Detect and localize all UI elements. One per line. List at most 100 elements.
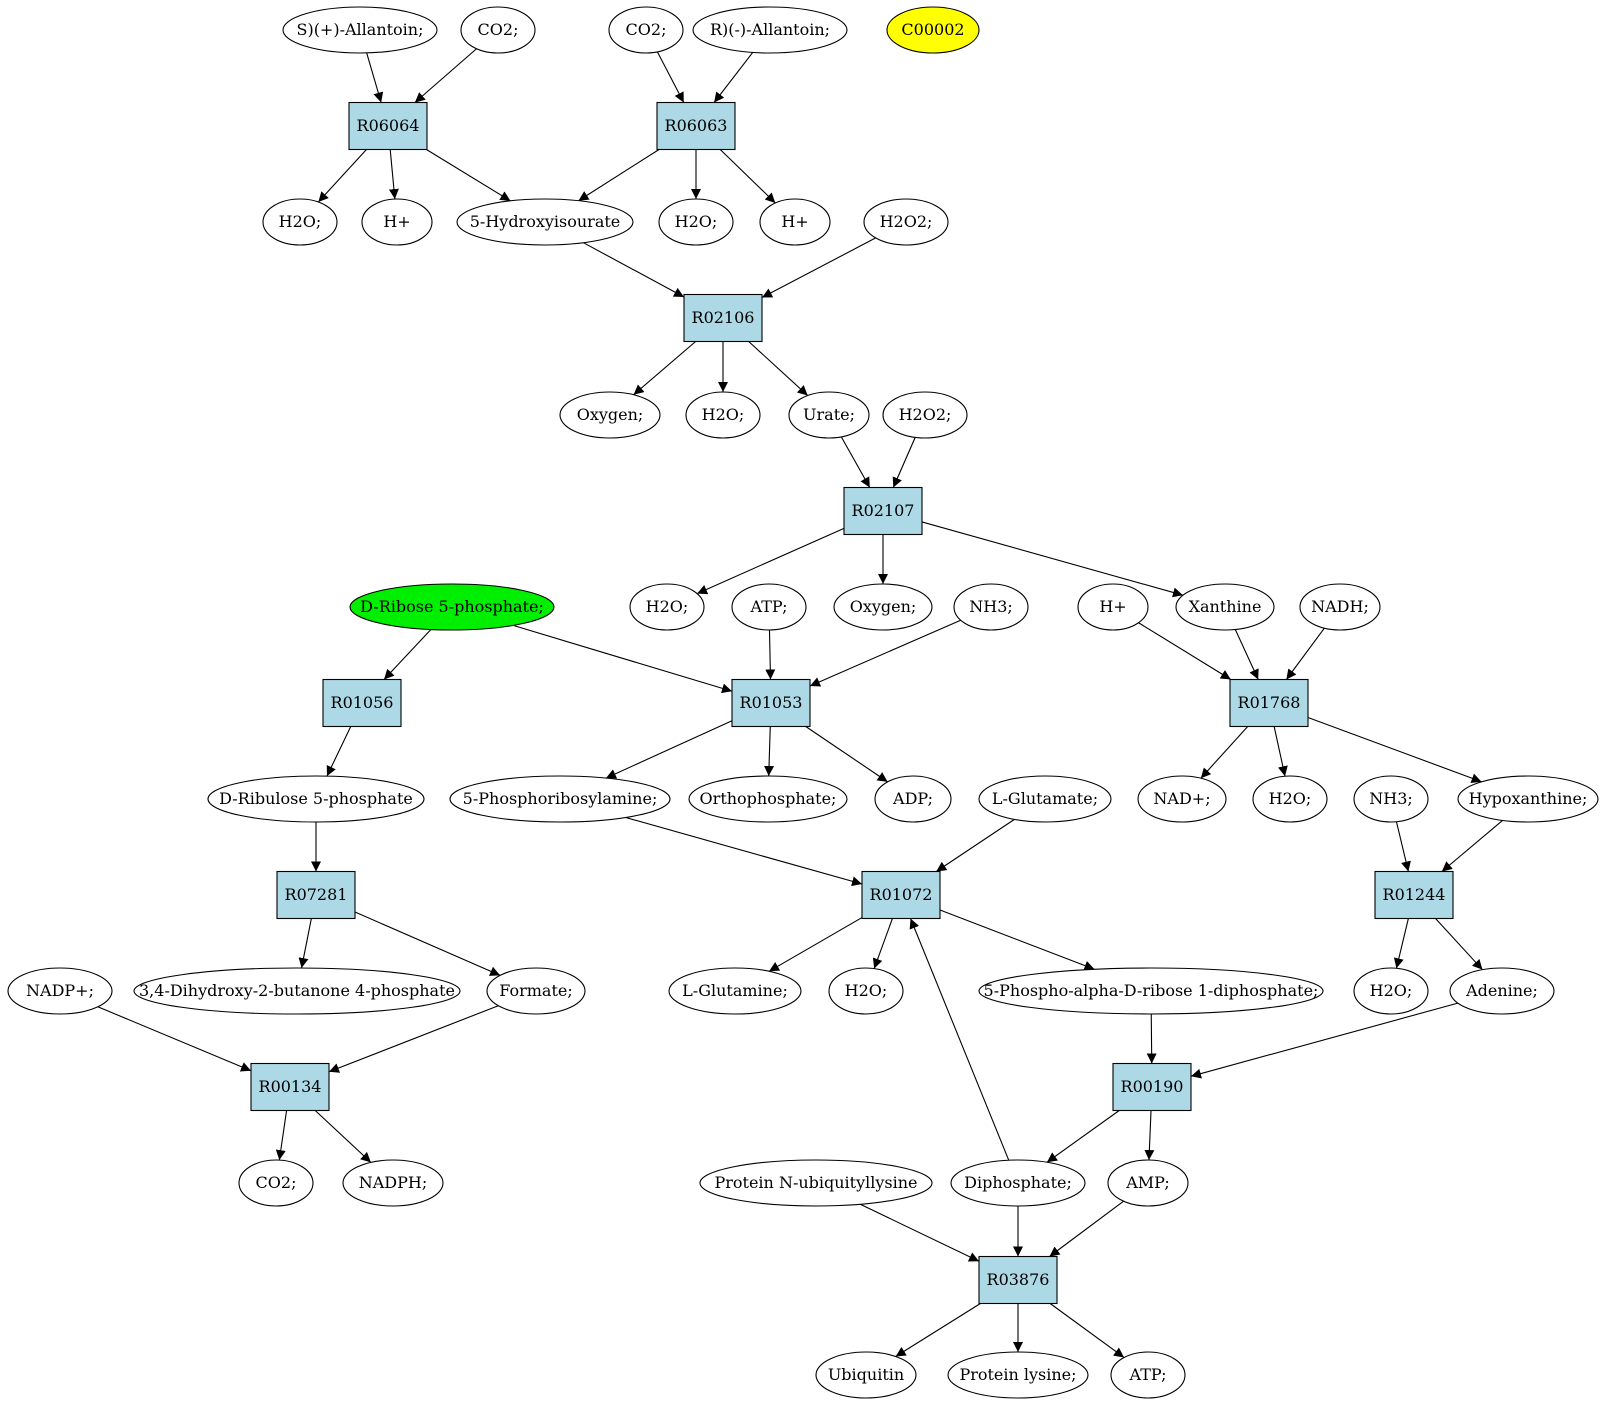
- compound-label: Protein lysine;: [959, 1365, 1076, 1384]
- compound-node-lglutamate[interactable]: L-Glutamate;: [978, 775, 1112, 823]
- edge-phosphoribosylamine-to-r01072: [625, 816, 863, 887]
- compound-node-diphosphate[interactable]: Diphosphate;: [950, 1159, 1086, 1207]
- reaction-node-r01053[interactable]: R01053: [731, 678, 811, 728]
- compound-node-hplus_b[interactable]: H+: [759, 198, 831, 246]
- reaction-node-r06063[interactable]: R06063: [656, 101, 736, 151]
- compound-node-hypoxanthine[interactable]: Hypoxanthine;: [1457, 775, 1599, 823]
- edge-r01072-to-h2o_f: [872, 918, 893, 969]
- reaction-box: [250, 1062, 330, 1112]
- reaction-node-r06064[interactable]: R06064: [348, 101, 428, 151]
- compound-node-h2o_a[interactable]: H2O;: [262, 198, 338, 246]
- compound-ellipse: [1175, 583, 1275, 631]
- edge-r00134-to-co2_c: [275, 1110, 288, 1161]
- compound-node-h2o_g[interactable]: H2O;: [1353, 967, 1429, 1015]
- reaction-node-r00190[interactable]: R00190: [1112, 1062, 1192, 1112]
- edge-r02106-to-urate: [748, 341, 809, 396]
- reaction-node-r01244[interactable]: R01244: [1374, 870, 1454, 920]
- compound-node-ubiquitin[interactable]: Ubiquitin: [815, 1351, 917, 1399]
- compound-node-co2_c[interactable]: CO2;: [238, 1159, 314, 1207]
- compound-ellipse: [1137, 775, 1227, 823]
- reaction-box: [731, 678, 811, 728]
- compound-node-ubiquityllysine[interactable]: Protein N-ubiquityllysine: [699, 1159, 933, 1207]
- edge-r06064-to-h2o_a: [317, 149, 367, 203]
- compound-node-h2o2_a[interactable]: H2O2;: [863, 198, 949, 246]
- compound-node-nh3_b[interactable]: NH3;: [1353, 775, 1429, 823]
- compound-node-ribose5p[interactable]: D-Ribose 5-phosphate;: [349, 583, 555, 631]
- compound-ellipse: [449, 775, 671, 823]
- reaction-node-r01768[interactable]: R01768: [1229, 678, 1309, 728]
- edge-ribose5p-to-r01056: [383, 629, 432, 680]
- compound-node-ribulose5p[interactable]: D-Ribulose 5-phosphate: [207, 775, 425, 823]
- reaction-node-r02106[interactable]: R02106: [683, 293, 763, 343]
- compound-node-oxygen_b[interactable]: Oxygen;: [833, 583, 933, 631]
- compound-node-adenine[interactable]: Adenine;: [1449, 967, 1555, 1015]
- reaction-label: R02106: [692, 308, 755, 327]
- reaction-node-r00134[interactable]: R00134: [250, 1062, 330, 1112]
- compound-node-nadpplus[interactable]: NADP+;: [7, 967, 113, 1015]
- compound-node-h2o_e[interactable]: H2O;: [1252, 775, 1328, 823]
- compound-ellipse: [833, 583, 933, 631]
- compound-node-formate[interactable]: Formate;: [486, 967, 586, 1015]
- compound-label: Oxygen;: [577, 405, 644, 424]
- compound-node-h2o_d[interactable]: H2O;: [629, 583, 705, 631]
- reaction-box: [1229, 678, 1309, 728]
- compound-node-c00002[interactable]: C00002: [886, 6, 980, 54]
- compound-node-oxygen_a[interactable]: Oxygen;: [559, 391, 661, 439]
- compound-node-atp_b[interactable]: ATP;: [1110, 1351, 1186, 1399]
- compound-ellipse: [608, 6, 684, 54]
- reaction-node-r01072[interactable]: R01072: [861, 870, 941, 920]
- reaction-node-r02107[interactable]: R02107: [843, 486, 923, 536]
- compound-label: H+: [781, 212, 808, 231]
- compound-node-prpp[interactable]: 5-Phospho-alpha-D-ribose 1-diphosphate;: [978, 967, 1324, 1015]
- compound-label: ATP;: [1129, 1365, 1167, 1384]
- compound-node-nh3_a[interactable]: NH3;: [953, 583, 1029, 631]
- edge-r02107-to-xanthine: [921, 521, 1184, 598]
- compound-label: H2O;: [702, 405, 745, 424]
- compound-node-h2o_b[interactable]: H2O;: [658, 198, 734, 246]
- edge-r06063-to-hydroxyisourate: [578, 149, 660, 202]
- edge-r07281-to-butanone: [298, 918, 312, 969]
- compound-node-hydroxyisourate[interactable]: 5-Hydroxyisourate: [456, 198, 634, 246]
- edge-xanthine-to-r01768: [1234, 629, 1259, 680]
- compound-node-co2_b[interactable]: CO2;: [608, 6, 684, 54]
- compound-node-orthophosphate[interactable]: Orthophosphate;: [688, 775, 848, 823]
- reaction-node-r07281[interactable]: R07281: [276, 870, 356, 920]
- reaction-node-r01056[interactable]: R01056: [322, 678, 402, 728]
- compound-ellipse: [731, 583, 807, 631]
- compound-node-nadh[interactable]: NADH;: [1299, 583, 1381, 631]
- compound-node-urate[interactable]: Urate;: [788, 391, 870, 439]
- edge-prpp-to-r00190: [1146, 1013, 1157, 1064]
- compound-node-r_allantoin[interactable]: R)(-)-Allantoin;: [692, 6, 848, 54]
- reaction-label: R02107: [852, 501, 915, 520]
- reaction-label: R07281: [285, 885, 348, 904]
- compound-ellipse: [133, 967, 461, 1015]
- compound-node-amp[interactable]: AMP;: [1107, 1159, 1189, 1207]
- compound-node-butanone[interactable]: 3,4-Dihydroxy-2-butanone 4-phosphate: [133, 967, 461, 1015]
- reaction-node-r03876[interactable]: R03876: [978, 1255, 1058, 1305]
- compound-node-co2_a[interactable]: CO2;: [460, 6, 536, 54]
- compound-node-nadph[interactable]: NADPH;: [342, 1159, 444, 1207]
- compound-node-atp_a[interactable]: ATP;: [731, 583, 807, 631]
- compound-label: CO2;: [256, 1173, 297, 1192]
- compound-node-s_allantoin[interactable]: S)(+)-Allantoin;: [282, 6, 438, 54]
- compound-node-h2o_c[interactable]: H2O;: [685, 391, 761, 439]
- compound-ellipse: [950, 1159, 1086, 1207]
- compound-node-adp[interactable]: ADP;: [874, 775, 952, 823]
- compound-label: L-Glutamate;: [992, 789, 1098, 808]
- compound-node-h2o_f[interactable]: H2O;: [828, 967, 904, 1015]
- node-layer: S)(+)-Allantoin;CO2;CO2;R)(-)-Allantoin;…: [7, 6, 1599, 1399]
- compound-node-proteinlysine[interactable]: Protein lysine;: [947, 1351, 1089, 1399]
- compound-node-hplus_a[interactable]: H+: [361, 198, 433, 246]
- edge-r01056-to-ribulose5p: [326, 726, 352, 777]
- compound-node-xanthine[interactable]: Xanthine: [1175, 583, 1275, 631]
- edge-s_allantoin-to-r06064: [366, 52, 384, 103]
- compound-node-phosphoribosylamine[interactable]: 5-Phosphoribosylamine;: [449, 775, 671, 823]
- compound-node-lglutamine[interactable]: L-Glutamine;: [668, 967, 802, 1015]
- compound-ellipse: [262, 198, 338, 246]
- compound-node-hplus_c[interactable]: H+: [1077, 583, 1149, 631]
- compound-label: Protein N-ubiquityllysine: [714, 1173, 917, 1192]
- compound-node-nadplus[interactable]: NAD+;: [1137, 775, 1227, 823]
- compound-ellipse: [1110, 1351, 1186, 1399]
- compound-node-h2o2_b[interactable]: H2O2;: [882, 391, 968, 439]
